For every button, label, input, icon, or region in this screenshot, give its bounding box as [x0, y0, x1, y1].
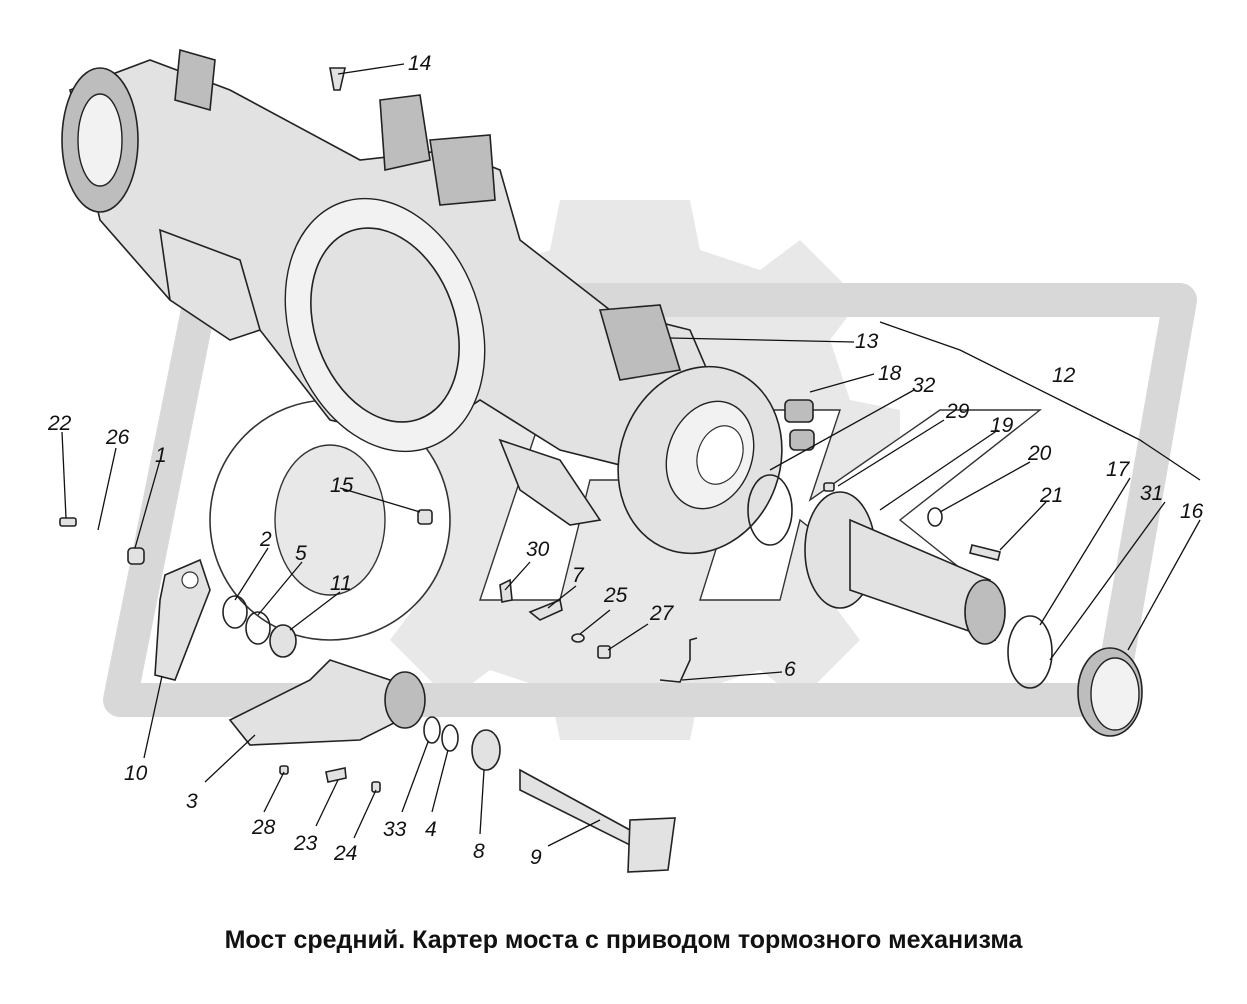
- callout-7: 7: [572, 564, 585, 587]
- callout-8: 8: [473, 840, 485, 863]
- callout-19: 19: [990, 414, 1014, 437]
- callout-6: 6: [784, 658, 796, 681]
- callout-30: 30: [526, 538, 550, 561]
- callout-3: 3: [186, 790, 198, 813]
- callout-28: 28: [251, 816, 276, 839]
- callout-31: 31: [1140, 482, 1163, 505]
- callout-2: 2: [259, 528, 272, 551]
- callout-22: 22: [47, 412, 72, 435]
- callout-26: 26: [105, 426, 130, 449]
- callout-12: 12: [1052, 364, 1076, 387]
- callout-16: 16: [1180, 500, 1204, 523]
- callout-9: 9: [530, 846, 542, 869]
- callout-21: 21: [1039, 484, 1063, 507]
- axle-housing: [61, 48, 721, 526]
- callout-25: 25: [603, 584, 628, 607]
- callout-4: 4: [425, 818, 437, 841]
- callout-13: 13: [855, 330, 879, 353]
- callout-15: 15: [330, 474, 354, 497]
- slack-adjuster-10: [154, 558, 211, 681]
- callout-27: 27: [649, 602, 675, 625]
- callout-1: 1: [155, 444, 167, 467]
- callout-14: 14: [408, 52, 431, 75]
- callout-20: 20: [1027, 442, 1052, 465]
- callout-24: 24: [333, 842, 357, 865]
- callout-11: 11: [330, 572, 352, 595]
- callout-5: 5: [295, 542, 307, 565]
- callout-32: 32: [912, 374, 936, 397]
- camshaft-9: [519, 768, 676, 873]
- callout-33: 33: [383, 818, 407, 841]
- callout-23: 23: [293, 832, 318, 855]
- callout-10: 10: [124, 762, 148, 785]
- diagram-caption: Мост средний. Картер моста с приводом то…: [224, 926, 1023, 954]
- spindle: [804, 491, 1006, 645]
- callout-17: 17: [1106, 458, 1131, 481]
- rings-small: [222, 474, 1143, 771]
- bracket-3: [228, 659, 426, 746]
- callout-18: 18: [878, 362, 902, 385]
- leader-lines: [61, 63, 1201, 847]
- hub-flange: [617, 365, 815, 555]
- callout-29: 29: [945, 400, 970, 423]
- callouts: 1 2 3 4 5 6 7 8 9 10 11 12 13 14 15 16 1…: [47, 52, 1204, 869]
